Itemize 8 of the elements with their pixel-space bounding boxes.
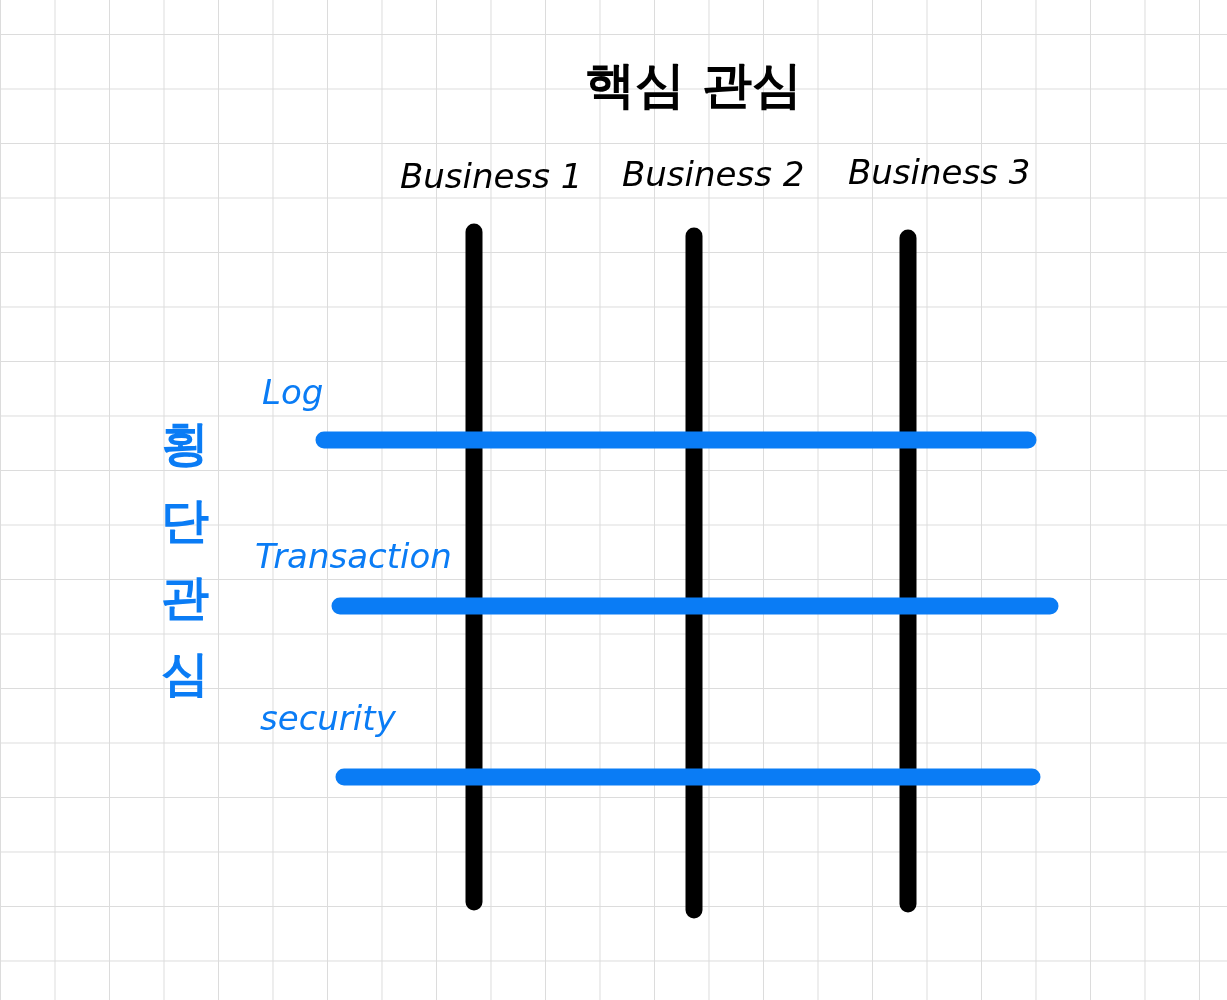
row-label: security [260,700,396,738]
row-label: Transaction [255,538,452,576]
vertical-axis-label: 횡단 관심 [160,414,211,704]
diagram-title: 핵심 관심 [585,58,803,113]
column-label: Business 3 [848,154,1031,192]
row-label: Log [262,374,324,412]
column-label: Business 2 [622,156,805,194]
column-label: Business 1 [400,158,583,196]
